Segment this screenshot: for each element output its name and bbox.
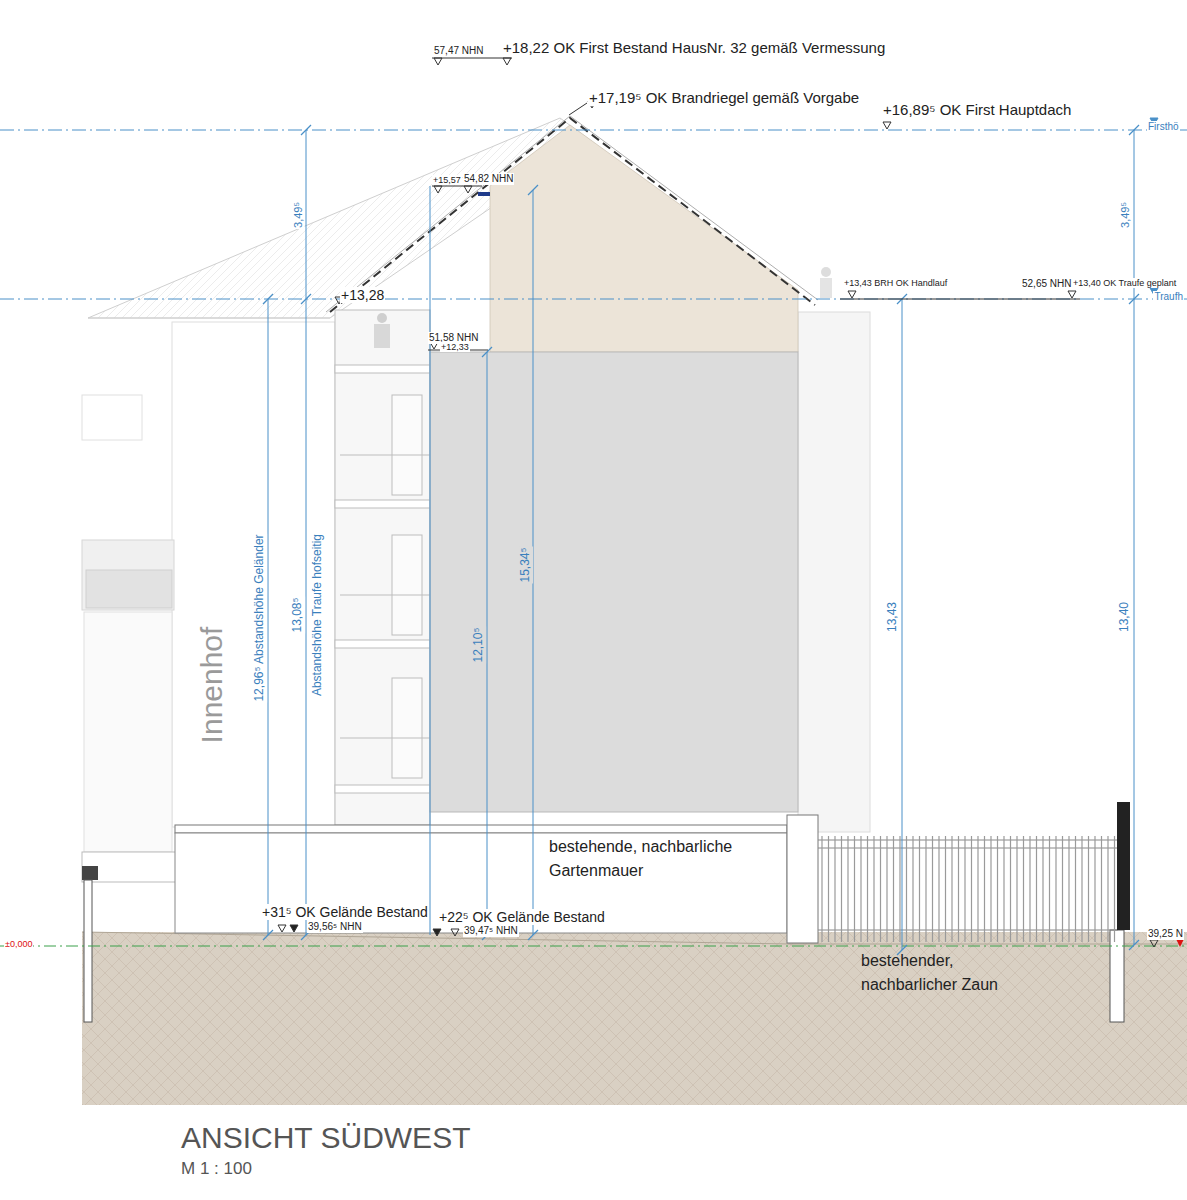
fence-bar — [1088, 836, 1089, 942]
annotation: +12,33 — [440, 342, 470, 352]
annotation: Firsthö — [1147, 121, 1180, 133]
fence-bar — [971, 836, 972, 942]
annotation: 39,47⁵ NHN — [463, 925, 519, 937]
fence-bar — [1062, 836, 1063, 942]
fence-bar — [919, 836, 920, 942]
annotation: 52,65 NHN — [1021, 278, 1072, 290]
annotation: +31⁵ OK Gelände Bestand — [261, 904, 429, 920]
fence-bar — [899, 836, 900, 942]
fence-bar — [964, 836, 965, 942]
fence-bar — [1016, 836, 1017, 942]
dimension-text: 3,49⁵ — [1119, 201, 1132, 229]
annotation: Traufh — [1153, 291, 1184, 303]
fence-bar — [997, 836, 998, 942]
annotation: +13,43 BRH OK Handlauf — [843, 278, 948, 288]
annotation: 39,25 N — [1147, 928, 1184, 940]
annotation: +17,19⁵ OK Brandriegel gemäß Vorgabe — [588, 89, 860, 106]
fence-bar — [906, 836, 907, 942]
dimension-text: 15,34⁵ — [519, 546, 533, 583]
dimension-text: Innenhof — [195, 626, 230, 745]
fence-bar — [873, 836, 874, 942]
fence-bar — [1068, 836, 1069, 942]
fence-bar — [958, 836, 959, 942]
fence-bar — [912, 836, 913, 942]
dimension-text: 13,40 — [1118, 601, 1132, 633]
fence-bar — [990, 836, 991, 942]
dimension-text: 3,49⁵ — [292, 201, 305, 229]
fence-bar — [1114, 836, 1115, 942]
annotation: +13,28 — [340, 287, 385, 303]
fence-bar — [1075, 836, 1076, 942]
dimension-text: 12,96⁵ Abstandshöhe Geländer — [253, 533, 267, 702]
fence-bar — [1107, 836, 1108, 942]
fence-bar — [1042, 836, 1043, 942]
fence-bar — [821, 836, 822, 942]
fence-bar — [828, 836, 829, 942]
fence-bar — [1036, 836, 1037, 942]
annotation: +13,40 OK Traufe geplant — [1072, 278, 1177, 288]
annotation: +15,57 — [432, 175, 462, 185]
fence-bar — [847, 836, 848, 942]
fence-bar — [834, 836, 835, 942]
fence-bar — [945, 836, 946, 942]
annotation: 57,47 NHN — [433, 45, 484, 57]
fence-bar — [1010, 836, 1011, 942]
fence-bar — [951, 836, 952, 942]
fence-bar — [1081, 836, 1082, 942]
fence-bar — [886, 836, 887, 942]
fence-bar — [938, 836, 939, 942]
scale-caption: M 1 : 100 — [180, 1159, 253, 1179]
fence-bar — [1101, 836, 1102, 942]
dimension-text: 13,43 — [886, 601, 900, 633]
dimension-text: 12,10⁵ — [472, 626, 486, 663]
annotation: bestehender, nachbarlicher Zaun — [860, 949, 1032, 997]
fence-bar — [860, 836, 861, 942]
fence-bar — [1029, 836, 1030, 942]
fence-bar — [1003, 836, 1004, 942]
fence-bar — [841, 836, 842, 942]
annotation: +16,89⁵ OK First Hauptdach — [882, 101, 1072, 118]
fence-bar — [1049, 836, 1050, 942]
fence-bar — [854, 836, 855, 942]
drawing-title: ANSICHT SÜDWEST — [180, 1121, 471, 1156]
annotation: 39,56⁵ NHN — [307, 921, 363, 933]
fence-bar — [893, 836, 894, 942]
annotation: ±0,000 — [4, 939, 33, 949]
fence-bar — [1055, 836, 1056, 942]
annotation: 54,82 NHN — [463, 173, 514, 185]
fence-bar — [1023, 836, 1024, 942]
fence-bar — [932, 836, 933, 942]
annotation: +22⁵ OK Gelände Bestand — [438, 909, 606, 925]
fence-bar — [867, 836, 868, 942]
dimension-text: Abstandshöhe Traufe hofseitig — [311, 533, 325, 697]
fence-bar — [1094, 836, 1095, 942]
fence-bar — [925, 836, 926, 942]
annotation: bestehende, nachbarliche Gartenmauer — [548, 835, 775, 883]
annotation: +18,22 OK First Bestand HausNr. 32 gemäß… — [502, 39, 886, 56]
fence-bar — [984, 836, 985, 942]
fence-bar — [977, 836, 978, 942]
dimension-text: 13,08⁵ — [291, 596, 305, 633]
fence-bar — [880, 836, 881, 942]
